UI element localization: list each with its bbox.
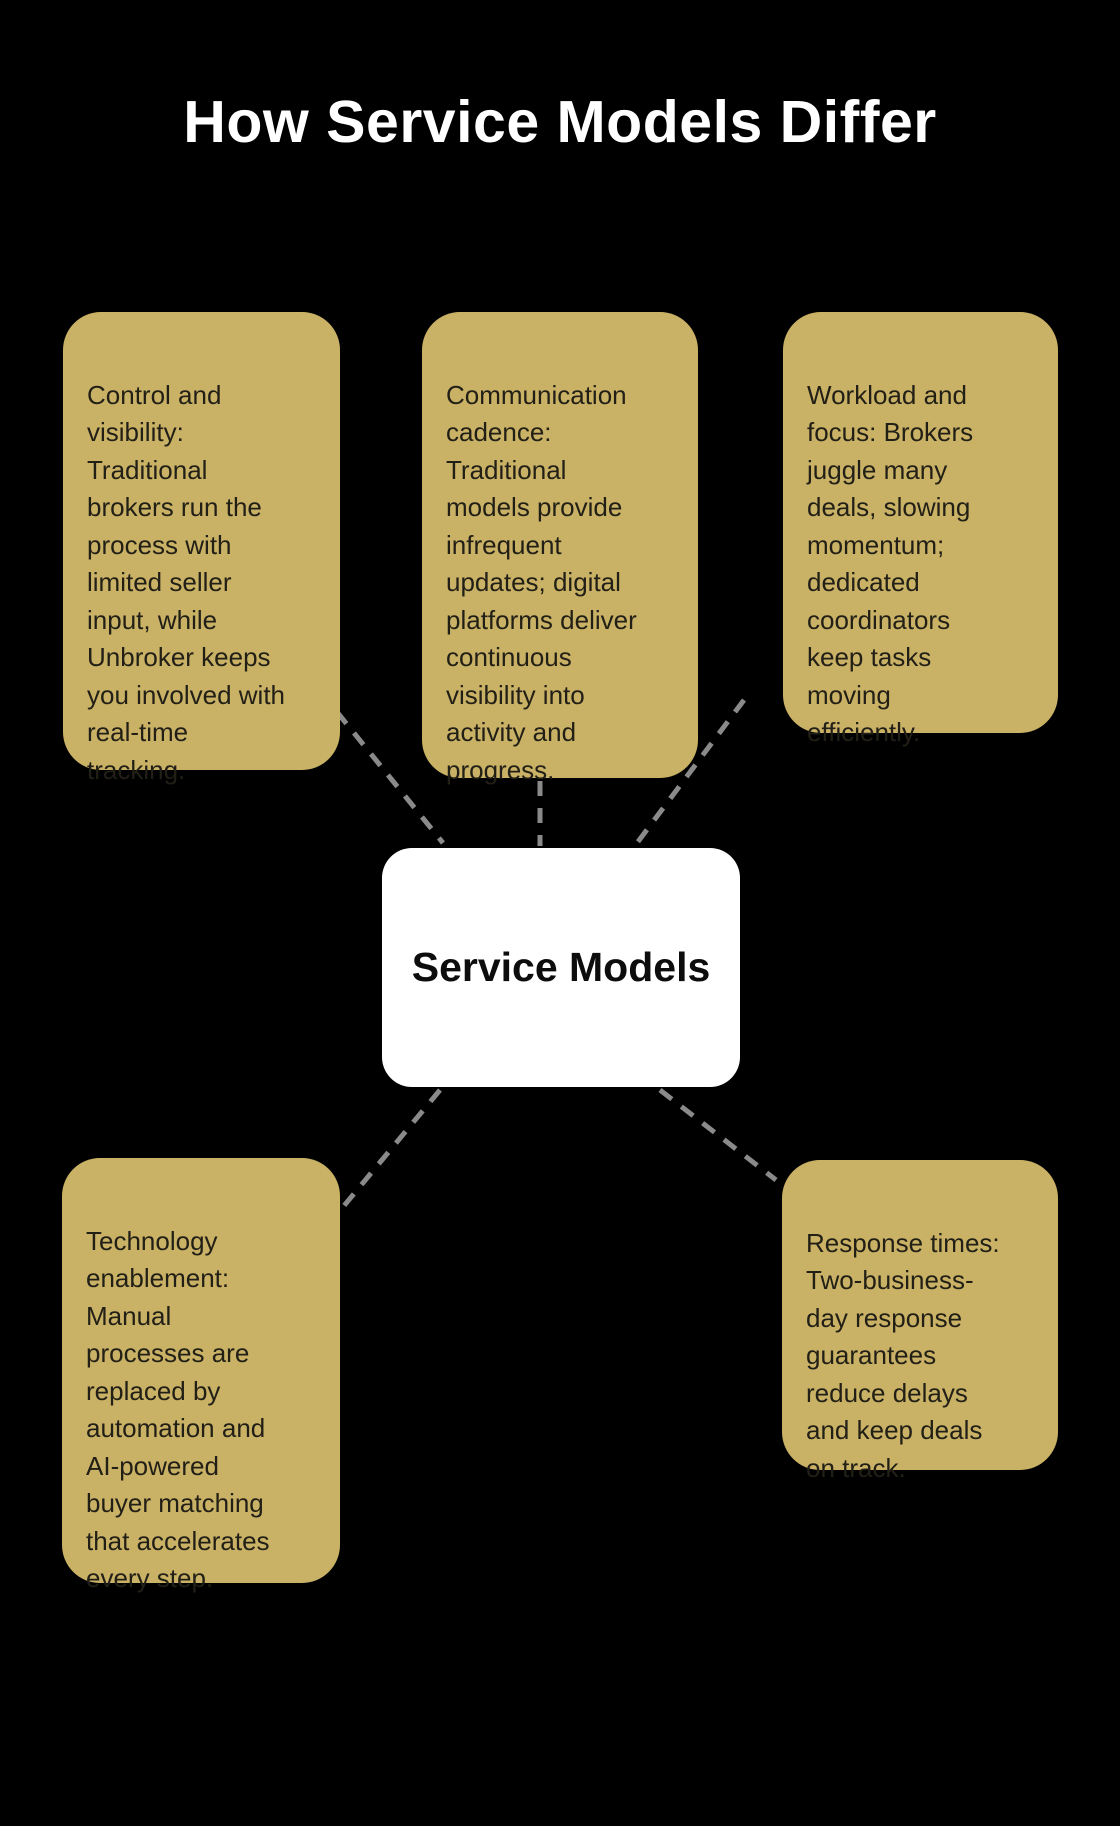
node-text: Workload and focus: Brokers juggle many … bbox=[807, 379, 974, 748]
node-text: Response times: Two-business- day respon… bbox=[806, 1227, 1000, 1483]
page-title: How Service Models Differ bbox=[183, 89, 937, 155]
node-control-and-visibility: Control and visibility: Traditional brok… bbox=[63, 312, 340, 785]
center-node: Service Models bbox=[382, 848, 740, 1087]
connector-line-bottom-left bbox=[336, 1088, 442, 1215]
node-response-times: Response times: Two-business- day respon… bbox=[782, 1160, 1058, 1483]
node-text: Communication cadence: Traditional model… bbox=[446, 379, 637, 785]
connector-line-bottom-right bbox=[658, 1088, 778, 1182]
center-node-label: Service Models bbox=[411, 944, 711, 990]
node-text: Control and visibility: Traditional brok… bbox=[87, 379, 285, 785]
node-technology-enablement: Technology enablement: Manual processes … bbox=[62, 1158, 340, 1593]
node-communication-cadence: Communication cadence: Traditional model… bbox=[422, 312, 698, 785]
node-workload-and-focus: Workload and focus: Brokers juggle many … bbox=[783, 312, 1058, 747]
node-text: Technology enablement: Manual processes … bbox=[86, 1225, 270, 1594]
